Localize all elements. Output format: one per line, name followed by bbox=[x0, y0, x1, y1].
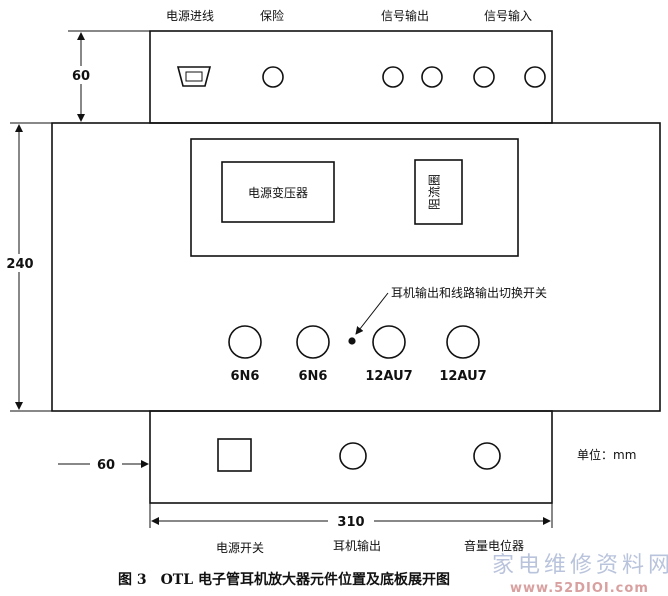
power-inlet-pins bbox=[185, 71, 203, 82]
watermark-url: www.52DIOI.com bbox=[510, 581, 649, 596]
output-select-switch bbox=[348, 337, 356, 345]
transformer-label: 电源变压器 bbox=[248, 185, 308, 200]
top-panel bbox=[149, 30, 553, 124]
volume-potentiometer bbox=[473, 442, 501, 470]
tube-label-2: 6N6 bbox=[299, 369, 328, 384]
dim-bottom-height-label: 60 bbox=[97, 458, 115, 473]
headphone-out-jack bbox=[339, 442, 367, 470]
signal-out-label: 信号输出 bbox=[381, 8, 429, 23]
dim-label-bg bbox=[2, 254, 38, 272]
bottom-panel bbox=[149, 410, 553, 504]
unit-label: 单位：mm bbox=[577, 447, 636, 462]
dim-label-bg bbox=[328, 512, 374, 530]
signal-out-jack-right bbox=[421, 66, 443, 88]
volume-pot-label: 音量电位器 bbox=[464, 538, 524, 553]
tube-label-4: 12AU7 bbox=[439, 369, 486, 384]
figure-caption: 图 3 OTL 电子管耳机放大器元件位置及底板展开图 bbox=[118, 571, 450, 588]
tube-socket-2 bbox=[296, 325, 330, 359]
transformer-area bbox=[190, 138, 519, 257]
dim-top-height-label: 60 bbox=[72, 69, 90, 84]
switch-leader-line bbox=[355, 292, 389, 335]
tube-socket-3 bbox=[372, 325, 406, 359]
tube-label-3: 12AU7 bbox=[365, 369, 412, 384]
signal-in-label: 信号输入 bbox=[484, 8, 532, 23]
headphone-out-label: 耳机输出 bbox=[333, 538, 381, 553]
signal-in-jack-left bbox=[473, 66, 495, 88]
tube-label-1: 6N6 bbox=[231, 369, 260, 384]
dim-label-bg bbox=[72, 66, 92, 84]
dim-main-height-label: 240 bbox=[6, 257, 33, 272]
switch-note-label: 耳机输出和线路输出切换开关 bbox=[391, 285, 547, 300]
signal-out-jack-left bbox=[382, 66, 404, 88]
main-panel bbox=[51, 122, 661, 412]
power-transformer bbox=[221, 161, 335, 223]
choke-coil bbox=[414, 159, 463, 225]
fuse-holder bbox=[262, 66, 284, 88]
signal-in-jack-right bbox=[524, 66, 546, 88]
watermark-text: 家电维修资料网 bbox=[492, 553, 668, 578]
power-inlet-socket bbox=[176, 66, 212, 87]
fuse-label: 保险 bbox=[260, 8, 284, 23]
power-switch-label: 电源开关 bbox=[216, 541, 264, 555]
power-in-label: 电源进线 bbox=[166, 9, 214, 23]
power-switch bbox=[217, 438, 252, 472]
tube-socket-4 bbox=[446, 325, 480, 359]
tube-socket-1 bbox=[228, 325, 262, 359]
choke-label: 阻流圈 bbox=[428, 174, 442, 210]
dim-width-label: 310 bbox=[337, 515, 364, 530]
